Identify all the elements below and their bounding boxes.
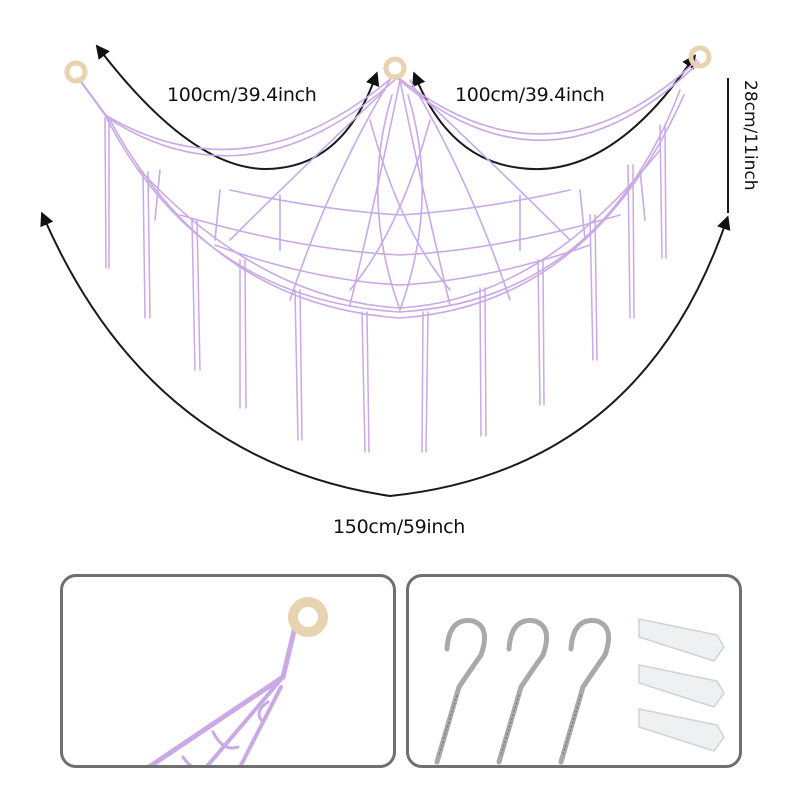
- dimension-depth: 28cm/11inch: [740, 80, 760, 191]
- wall-anchors-icon: [638, 618, 725, 752]
- ring-right-icon: [688, 45, 712, 69]
- net-illustration: [40, 44, 731, 498]
- screw-hooks-icon: [434, 618, 612, 765]
- fringe-tassels: [104, 117, 667, 453]
- ring-center-icon: [383, 56, 407, 80]
- hardware-panel: [406, 574, 742, 768]
- dimension-bottom: 150cm/59inch: [333, 516, 466, 538]
- ring-detail-panel: [60, 574, 396, 768]
- dimension-arrows: [40, 44, 731, 498]
- dimension-right-top: 100cm/39.4inch: [455, 84, 605, 106]
- dimension-left-top: 100cm/39.4inch: [167, 84, 317, 106]
- wooden-ring-icon: [288, 597, 328, 637]
- net-body: [77, 59, 700, 319]
- ring-left-icon: [64, 60, 88, 84]
- wooden-rings: [64, 45, 712, 84]
